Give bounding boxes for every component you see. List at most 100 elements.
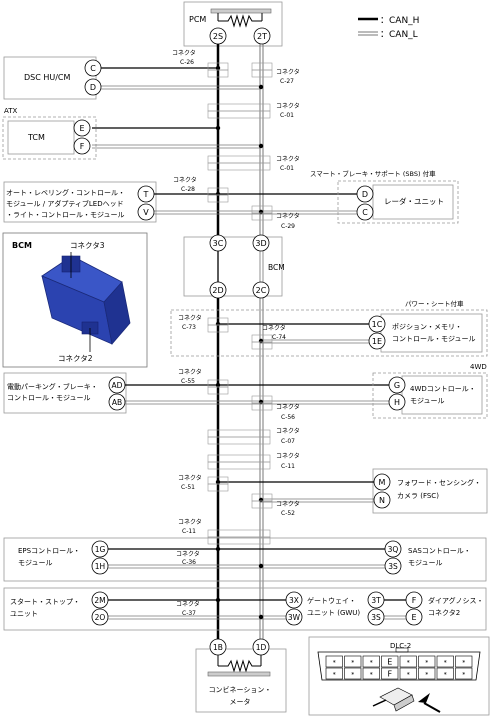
connector-c36: コネクタ C-36 bbox=[176, 550, 200, 566]
svg-text:C-37: C-37 bbox=[182, 610, 196, 617]
dlc-housing bbox=[317, 651, 481, 681]
pin-label: M bbox=[379, 478, 386, 487]
dlc-pin-label: E bbox=[387, 658, 392, 667]
svg-text:C-51: C-51 bbox=[181, 484, 195, 491]
svg-text:コネクタ: コネクタ bbox=[178, 518, 202, 526]
fwd-note: 4WD bbox=[470, 363, 487, 371]
dlc-pin-label: * bbox=[462, 660, 465, 667]
can-l-bus bbox=[259, 44, 264, 647]
pin-circle bbox=[209, 27, 227, 45]
bcm-inline-module: BCM 3C 3D 2D 2C bbox=[183, 234, 285, 299]
dlc-pin-cell bbox=[362, 655, 380, 668]
svg-text:メータ: メータ bbox=[230, 697, 251, 706]
dlc-pin-label: F bbox=[387, 670, 392, 679]
svg-text:コネクタ: コネクタ bbox=[276, 68, 300, 76]
pin-label: N bbox=[379, 496, 385, 505]
eps-sas-row: EPSコントロール・ モジュール SASコントロール・ モジュール 1G 1H … bbox=[3, 537, 487, 582]
radar-module: スマート・ブレーキ・サポート (SBS) 付車 レーダ・ユニット D C bbox=[310, 169, 459, 224]
sbs-note: スマート・ブレーキ・サポート (SBS) 付車 bbox=[310, 169, 436, 178]
svg-text:コネクタ: コネクタ bbox=[276, 102, 300, 110]
dlc-pin-label: * bbox=[370, 672, 373, 679]
dlc-pin-label: * bbox=[333, 660, 336, 667]
dlc-pin-label: * bbox=[407, 660, 410, 667]
dlc-pin-grid: ***E*******F**** bbox=[325, 655, 473, 680]
legend: ：CAN_H ：CAN_L bbox=[358, 16, 419, 40]
svg-text:ポジション・メモリ・: ポジション・メモリ・ bbox=[392, 323, 462, 331]
legend-can-h-label: ：CAN_H bbox=[380, 16, 419, 26]
svg-text:コネクタ: コネクタ bbox=[178, 314, 202, 322]
connector-c56: コネクタ C-56 bbox=[251, 395, 300, 421]
dlc-pin-label: * bbox=[444, 660, 447, 667]
pin-label: AB bbox=[112, 398, 122, 407]
dlc-pin-cell bbox=[362, 667, 380, 680]
pin-label: 3Q bbox=[388, 545, 399, 554]
pin-label: 1D bbox=[256, 643, 267, 652]
meter-terminal-bar bbox=[207, 671, 271, 677]
dlc-pin-label: * bbox=[370, 660, 373, 667]
pin-label: AD bbox=[112, 381, 123, 390]
dlc-pin-label: * bbox=[425, 672, 428, 679]
pin-label: 3T bbox=[371, 596, 381, 605]
svg-text:C-52: C-52 bbox=[281, 510, 295, 517]
atx-note: ATX bbox=[4, 107, 18, 115]
dlc-pin-cell bbox=[344, 667, 362, 680]
dlc-pin-cell bbox=[381, 667, 399, 680]
pin-label: V bbox=[143, 208, 149, 217]
pin-label: 2O bbox=[95, 613, 106, 622]
svg-text:コネクタ: コネクタ bbox=[176, 600, 200, 608]
svg-text:コネクタ3: コネクタ3 bbox=[70, 241, 105, 250]
pin-label: 2T bbox=[257, 32, 267, 41]
svg-text:コネクタ: コネクタ bbox=[178, 368, 202, 376]
svg-text:C-74: C-74 bbox=[272, 334, 286, 341]
dlc-pin-cell bbox=[418, 667, 436, 680]
dlc-pin-cell bbox=[436, 667, 454, 680]
svg-text:BCM: BCM bbox=[268, 263, 285, 272]
pin-label: 3S bbox=[371, 613, 381, 622]
pin-label: D bbox=[90, 83, 96, 92]
connector-c11a: コネクタ C-11 bbox=[207, 452, 300, 470]
dlc-pin-label: * bbox=[351, 672, 354, 679]
pcm-terminal-bar bbox=[210, 8, 272, 14]
meter-resistor bbox=[218, 659, 261, 673]
svg-text:コネクタ: コネクタ bbox=[276, 500, 300, 508]
dlc-pin-label: * bbox=[462, 672, 465, 679]
connector-c51: コネクタ C-51 bbox=[178, 474, 229, 492]
svg-text:フォワード・センシング・: フォワード・センシング・ bbox=[397, 478, 481, 487]
svg-text:C-55: C-55 bbox=[181, 378, 195, 385]
svg-text:モジュール / アダプティブLEDヘッド: モジュール / アダプティブLEDヘッド bbox=[6, 199, 124, 208]
connector-c55: コネクタ C-55 bbox=[178, 368, 229, 395]
svg-text:モジュール: モジュール bbox=[408, 559, 443, 567]
dlc-pin-label: * bbox=[351, 660, 354, 667]
svg-text:C-01: C-01 bbox=[280, 165, 294, 172]
pin-label: 3C bbox=[213, 239, 224, 248]
dlc-pin-label: * bbox=[425, 660, 428, 667]
pin-label: D bbox=[362, 190, 368, 199]
svg-text:レーダ・ユニット: レーダ・ユニット bbox=[384, 196, 444, 206]
combination-meter-module: 1B 1D コンビネーション・ メータ bbox=[195, 638, 287, 713]
svg-text:コネクタ: コネクタ bbox=[262, 324, 286, 332]
svg-text:C-07: C-07 bbox=[281, 438, 295, 445]
pin-label: C bbox=[362, 208, 368, 217]
pin-label: C bbox=[90, 64, 96, 73]
connector-c11b: コネクタ C-11 bbox=[178, 518, 271, 545]
pcm-pins: 2S 2T bbox=[209, 27, 271, 45]
dlc-plug-icon bbox=[372, 687, 441, 713]
pcm-label: PCM bbox=[189, 15, 206, 24]
pcm-resistor bbox=[218, 14, 262, 28]
dlc-pin-label: * bbox=[333, 672, 336, 679]
svg-text:BCM: BCM bbox=[12, 241, 32, 250]
svg-text:コンビネーション・: コンビネーション・ bbox=[209, 685, 272, 694]
svg-text:オート・レベリング・コントロール・: オート・レベリング・コントロール・ bbox=[6, 188, 125, 197]
connector-c26: コネクタ C-26 bbox=[172, 49, 229, 78]
svg-text:スタート・ストップ・: スタート・ストップ・ bbox=[10, 597, 80, 606]
svg-text:コネクタ: コネクタ bbox=[173, 176, 197, 184]
pcm-module: PCM bbox=[183, 1, 283, 47]
svg-text:EPSコントロール・: EPSコントロール・ bbox=[18, 547, 80, 555]
svg-text:ユニット (GWU): ユニット (GWU) bbox=[307, 609, 360, 617]
svg-text:コントロール・モジュール: コントロール・モジュール bbox=[7, 394, 91, 402]
svg-text:コネクタ: コネクタ bbox=[178, 474, 202, 482]
svg-text:コントロール・モジュール: コントロール・モジュール bbox=[392, 335, 476, 343]
pin-label: 1B bbox=[213, 643, 223, 652]
